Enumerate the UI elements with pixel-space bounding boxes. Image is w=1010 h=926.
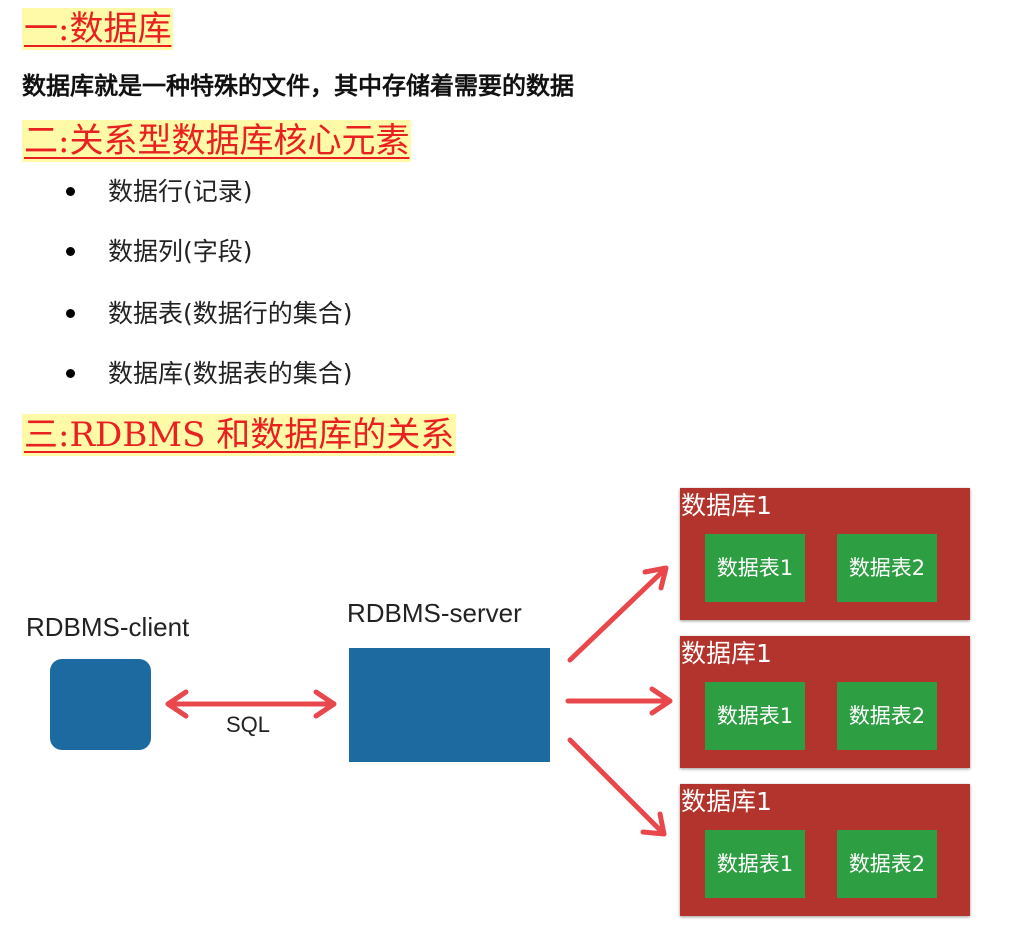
table-box: 数据表2	[837, 534, 937, 602]
heading-rdbms-relation: 三:RDBMS 和数据库的关系	[22, 414, 457, 456]
table-box: 数据表1	[705, 830, 805, 898]
server-label: RDBMS-server	[347, 598, 522, 628]
list-item-text: 数据行(记录)	[108, 177, 253, 206]
list-item-text: 数据库(数据表的集合)	[108, 359, 353, 388]
sql-arrow-head-left	[165, 689, 189, 719]
database-title: 数据库1	[681, 639, 772, 668]
sql-label: SQL	[226, 712, 271, 737]
arrow-to-db2-head	[649, 686, 673, 716]
database-box: 数据库1 数据表1 数据表2	[680, 488, 970, 620]
intro-text: 数据库就是一种特殊的文件，其中存储着需要的数据	[22, 71, 574, 100]
database-box: 数据库1 数据表1 数据表2	[680, 636, 970, 768]
table-box: 数据表1	[705, 534, 805, 602]
server-box	[349, 648, 550, 762]
bullet-icon	[66, 309, 75, 318]
database-title: 数据库1	[681, 491, 772, 520]
table-box: 数据表1	[705, 682, 805, 750]
client-box	[50, 659, 151, 750]
list-item-text: 数据表(数据行的集合)	[108, 299, 353, 328]
database-box: 数据库1 数据表1 数据表2	[680, 784, 970, 916]
bullet-icon	[66, 369, 75, 378]
sql-arrow-head-right	[313, 689, 337, 719]
database-title: 数据库1	[681, 787, 772, 816]
client-label: RDBMS-client	[26, 612, 190, 642]
table-box: 数据表2	[837, 830, 937, 898]
heading-relational-elements: 二:关系型数据库核心元素	[22, 120, 412, 162]
bullet-icon	[66, 247, 75, 256]
arrow-to-db1	[567, 569, 665, 663]
arrow-to-db3	[567, 737, 663, 833]
arrow-to-db1-head	[642, 565, 669, 591]
arrow-to-db3-head	[640, 811, 667, 837]
list-item-text: 数据列(字段)	[108, 237, 253, 266]
bullet-icon	[66, 187, 75, 196]
table-box: 数据表2	[837, 682, 937, 750]
heading-database: 一:数据库	[22, 8, 174, 50]
